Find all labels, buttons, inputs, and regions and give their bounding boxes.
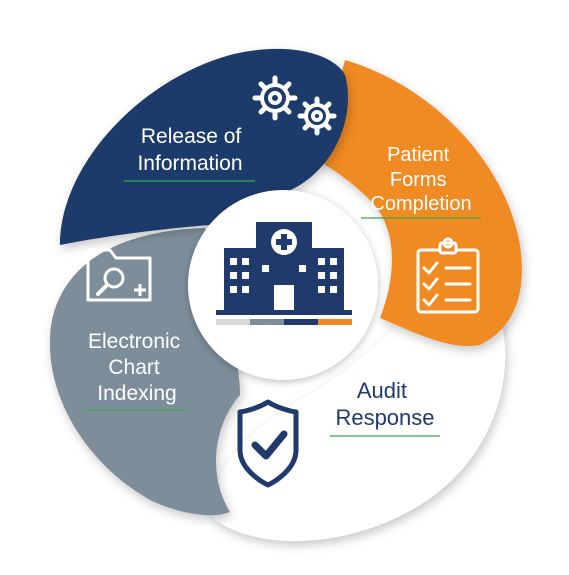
color-bar-segment <box>318 319 352 325</box>
color-bar-segment <box>284 319 318 325</box>
gears-icon <box>252 75 337 136</box>
color-bar-segment <box>250 319 284 325</box>
shield-check-icon <box>237 399 299 488</box>
segment-patient-forms-completion <box>300 60 522 346</box>
hospital-icon <box>216 222 352 315</box>
label-electronic-chart-indexing: Electronic Chart Indexing <box>88 330 186 405</box>
color-bar-segment <box>216 319 250 325</box>
label-audit-response: Audit Response <box>335 378 434 430</box>
segment-audit-response <box>213 303 506 542</box>
label-release-of-information: Release of Information <box>137 125 247 175</box>
folder-search-icon <box>86 248 152 302</box>
label-patient-forms-completion: Patient Forms Completion <box>370 144 471 215</box>
color-bar <box>216 319 352 325</box>
clipboard-checklist-icon <box>416 237 480 314</box>
